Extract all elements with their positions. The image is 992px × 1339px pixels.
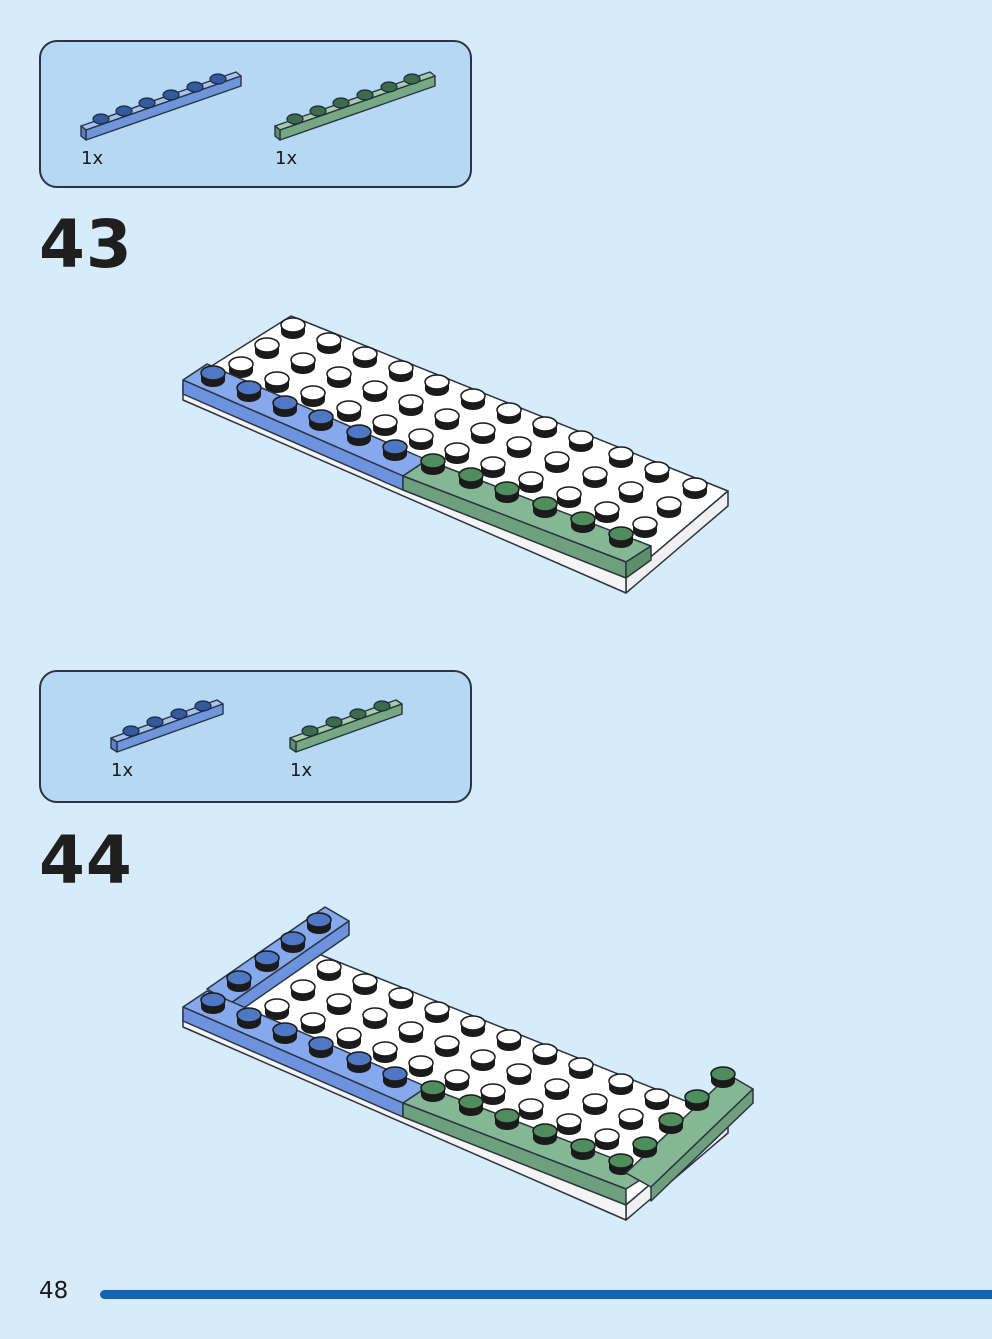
part-quantity: 1x: [111, 760, 134, 781]
part-quantity: 1x: [290, 760, 313, 781]
step-number: 43: [39, 206, 133, 283]
build-step-43-model-illustration: [182, 315, 733, 596]
parts-list-step-44: 1x 1x: [39, 670, 472, 803]
step-number: 44: [39, 822, 133, 899]
blue-plate-1x6-icon: [80, 64, 251, 150]
blue-plate-1x4-icon: [110, 690, 231, 764]
page-number: 48: [39, 1278, 69, 1304]
parts-list-step-43: 1x 1x: [39, 40, 472, 188]
build-step-44-model-illustration: [182, 905, 758, 1225]
green-plate-1x4-icon: [289, 690, 410, 764]
green-plate-1x6-icon: [274, 64, 445, 150]
part-quantity: 1x: [81, 148, 104, 169]
footer-rule: [100, 1290, 992, 1299]
part-quantity: 1x: [275, 148, 298, 169]
